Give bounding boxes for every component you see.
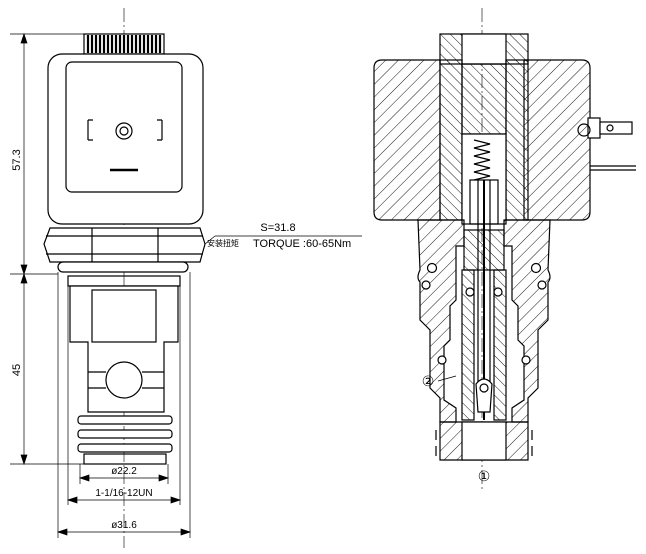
dim-thread: 1-1/16-12UN: [95, 488, 152, 499]
callout-1: ①: [478, 469, 491, 485]
dim-height-coil: 57.3: [11, 149, 23, 170]
torque-label: TORQUE :60-65Nm: [253, 238, 351, 250]
coil-housing: [47, 53, 204, 225]
dim-body: ø31.6: [111, 520, 137, 531]
hex-body: [43, 227, 206, 273]
dim-height-cartridge: 45: [11, 364, 23, 376]
dim-bore: ø22.2: [111, 466, 137, 477]
left-external-view: [43, 8, 206, 548]
cartridge: [67, 275, 181, 465]
knurled-nut: [83, 33, 165, 55]
hex-size: S=31.8: [260, 222, 295, 234]
left-dimensions: [10, 32, 362, 538]
left-dimension-text: 57.3 45 ø22.2 1-1/16-12UN ø31.6 S=31.8 安…: [11, 149, 351, 531]
valve-body-section: [417, 219, 551, 461]
terminal-connector: [577, 117, 636, 171]
coil-section: [373, 59, 591, 420]
callout-2: ②: [422, 374, 435, 390]
callout-markers: ② ①: [422, 374, 491, 485]
right-section-view: [373, 8, 636, 490]
torque-label-cn: 安装扭矩: [207, 238, 239, 248]
